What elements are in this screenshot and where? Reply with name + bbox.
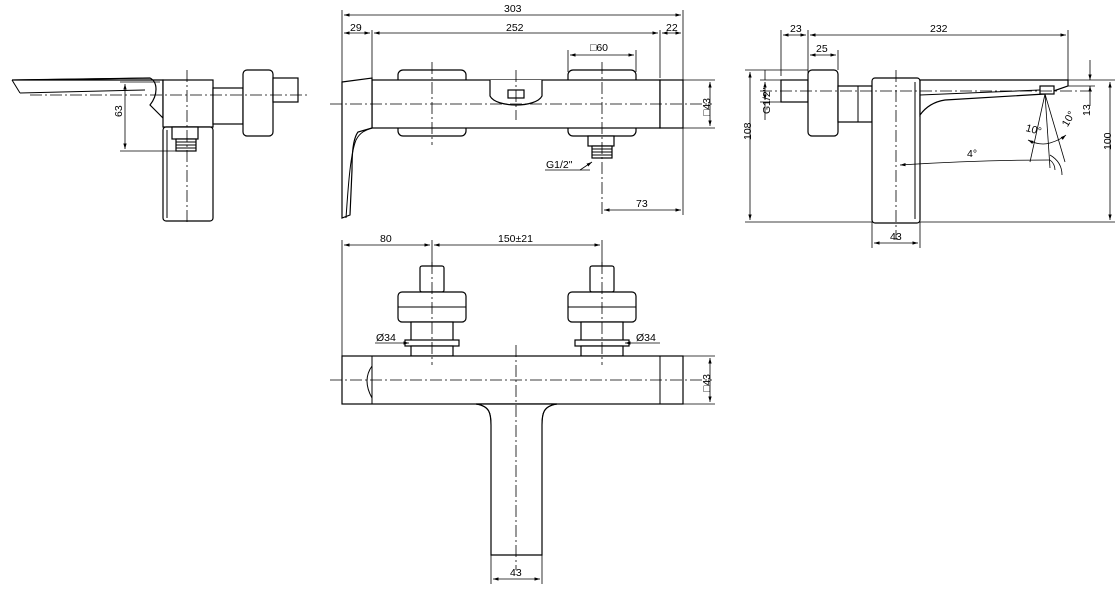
dim-29-label: 29 [350, 22, 362, 34]
dim-top-square-43-label: □43 [701, 98, 713, 116]
dim-73-label: 73 [636, 198, 648, 210]
right-thread-label: G1/2" [761, 87, 773, 114]
dim-80-label: 80 [380, 233, 392, 245]
left-view-knob-cap [272, 77, 299, 103]
dim-outlet-43-label: 43 [510, 567, 522, 579]
dim-150-label: 150±21 [498, 233, 533, 245]
dim-63-label: 63 [113, 105, 125, 117]
dim-108-label: 108 [742, 122, 754, 140]
left-view-outlet-nut [171, 126, 199, 140]
right-view-spout [919, 79, 1069, 117]
dim-square-60-label: □60 [590, 42, 608, 54]
left-view-knob [242, 69, 274, 137]
top-view-outlet-nut [587, 135, 615, 147]
dim-252-label: 252 [506, 22, 524, 34]
dim-22-label: 22 [666, 22, 678, 34]
dim-100-label: 100 [1102, 132, 1114, 150]
angle-4-label: 4° [967, 148, 977, 160]
dim-front-square-43-label: □43 [701, 374, 713, 392]
dim-23-label: 23 [790, 23, 802, 35]
front-t-spout [475, 403, 558, 556]
left-view-spout [11, 77, 164, 120]
dim-right-43-label: 43 [890, 231, 902, 243]
dia-right-label: Ø34 [636, 332, 656, 344]
left-view-body [162, 79, 214, 128]
dim-232-label: 232 [930, 23, 948, 35]
dia-left-label: Ø34 [376, 332, 396, 344]
top-view: 303 29 252 22 □60 [330, 3, 715, 219]
top-view-spout-lever [341, 77, 373, 219]
right-view-knob [807, 69, 839, 137]
right-side-view: 23 232 25 G1/2" 108 100 [742, 23, 1115, 248]
dim-303-label: 303 [504, 3, 522, 15]
top-thread-label: G1/2" [546, 159, 573, 171]
left-view-knob-base [212, 87, 244, 125]
front-view: 80 150±21 Ø34 [330, 233, 715, 584]
dim-25-label: 25 [816, 43, 828, 55]
angle-10b-label: 10° [1060, 109, 1078, 129]
dim-13-label: 13 [1081, 104, 1093, 116]
left-side-view: 63 [11, 69, 310, 225]
right-view-knob-base [837, 85, 873, 123]
angle-10a-label: 10° [1024, 122, 1042, 138]
